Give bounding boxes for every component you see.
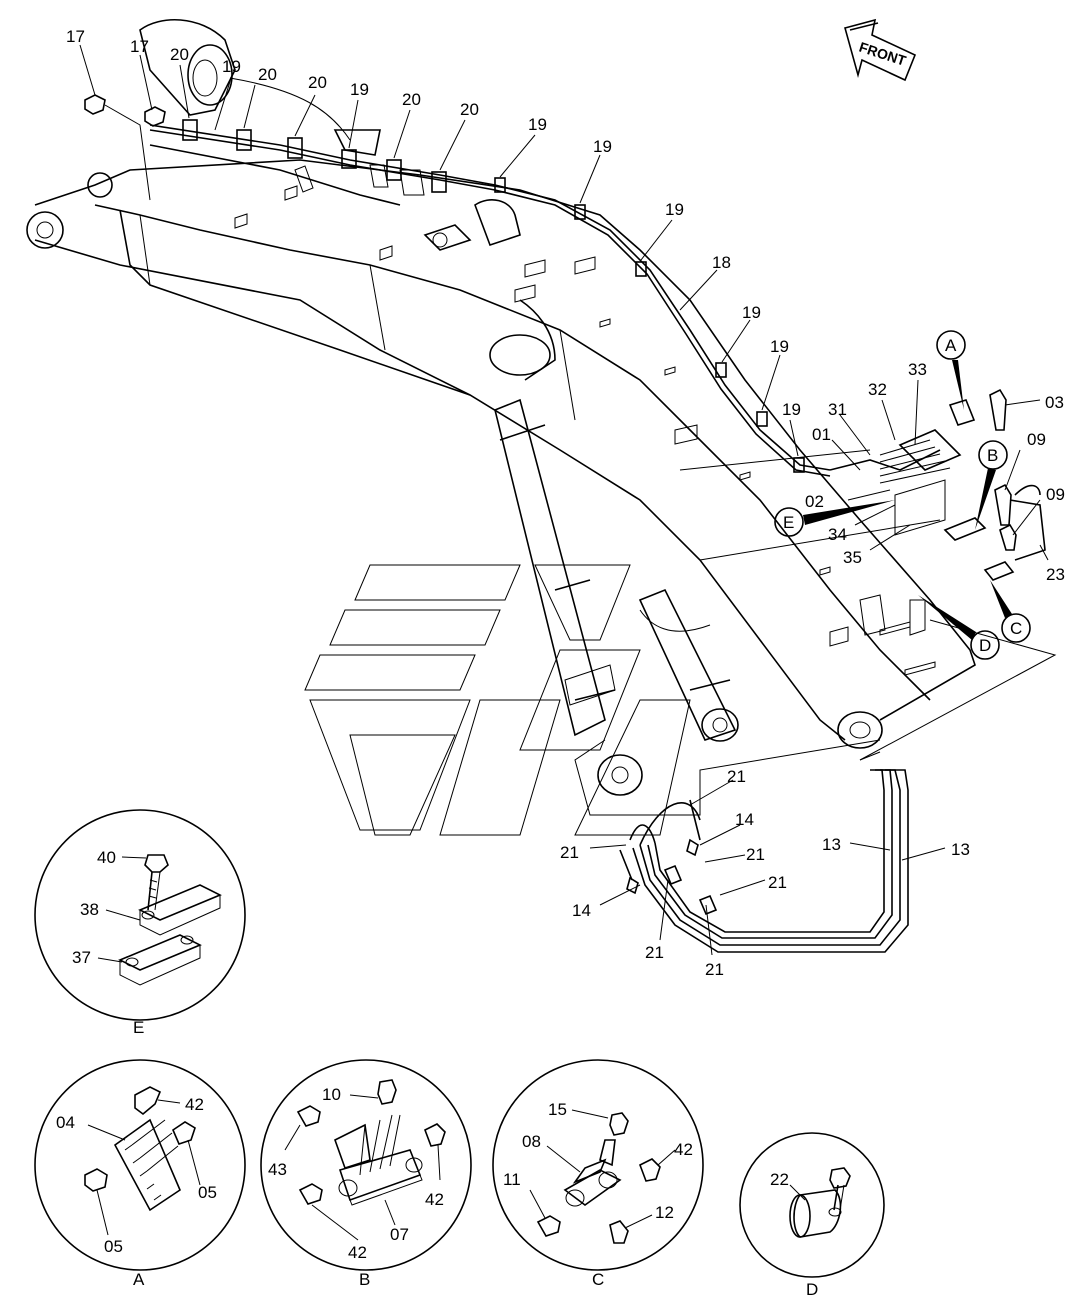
detail-B-part-07: 07: [390, 1225, 409, 1244]
detail-D: 22 D: [739, 1132, 885, 1299]
detail-E-part-37: 37: [72, 948, 91, 967]
detail-C-part-08: 08: [522, 1132, 541, 1151]
callout-21a: 21: [727, 767, 746, 786]
callout-20b: 20: [258, 65, 277, 84]
manifold-area: [859, 388, 1057, 761]
detail-A-part-05a: 05: [198, 1183, 217, 1202]
callout-13b: 13: [951, 840, 970, 859]
detail-C: 15 08 42 11 12 C: [492, 1059, 704, 1289]
callout-19g: 19: [770, 337, 789, 356]
detail-markers: A B C D E: [774, 330, 1031, 660]
detail-E-part-38: 38: [80, 900, 99, 919]
callout-03: 03: [1045, 393, 1064, 412]
marker-E: E: [783, 513, 794, 532]
callout-31: 31: [828, 400, 847, 419]
front-arrow: FRONT: [844, 18, 917, 82]
callout-14a: 14: [735, 810, 754, 829]
callout-02: 02: [805, 492, 824, 511]
detail-E: 40 38 37 E: [34, 809, 246, 1037]
detail-B-part-42b: 42: [348, 1243, 367, 1262]
detail-E-part-40: 40: [97, 848, 116, 867]
callout-20e: 20: [460, 100, 479, 119]
arm-piping-13: [574, 739, 909, 953]
detail-C-title: C: [592, 1270, 604, 1289]
callout-17b: 17: [130, 37, 149, 56]
detail-C-part-11: 11: [503, 1170, 521, 1189]
detail-B-part-42a: 42: [425, 1190, 444, 1209]
callout-17a: 17: [66, 27, 85, 46]
detail-A-part-42: 42: [185, 1095, 204, 1114]
callout-19h: 19: [782, 400, 801, 419]
pipe-line-18: [84, 18, 941, 477]
detail-A: 04 42 05 05 A: [34, 1059, 246, 1289]
callout-19b: 19: [350, 80, 369, 99]
watermark-logo: [304, 564, 691, 836]
marker-D: D: [979, 636, 991, 655]
callout-13a: 13: [822, 835, 841, 854]
callout-21b: 21: [560, 843, 579, 862]
callout-35: 35: [843, 548, 862, 567]
callout-19e: 19: [665, 200, 684, 219]
leader-lines: [79, 44, 1049, 956]
detail-B-part-43: 43: [268, 1160, 287, 1179]
detail-D-title: D: [806, 1280, 818, 1299]
callout-19f: 19: [742, 303, 761, 322]
callout-21c: 21: [746, 845, 765, 864]
marker-A: A: [945, 336, 957, 355]
callout-34: 34: [828, 525, 847, 544]
detail-B: 10 43 42 42 07 B: [260, 1059, 472, 1289]
callout-20a: 20: [170, 45, 189, 64]
detail-A-part-05b: 05: [104, 1237, 123, 1256]
callout-33: 33: [908, 360, 927, 379]
callout-20c: 20: [308, 73, 327, 92]
detail-B-part-10: 10: [322, 1085, 341, 1104]
detail-C-part-12: 12: [655, 1203, 674, 1222]
callout-numbers: 17 17 20 19 20 20 19 20 20 19 19 19 18 1…: [66, 27, 1065, 979]
callout-09b: 09: [1046, 485, 1065, 504]
front-label: FRONT: [857, 39, 908, 69]
callout-21e: 21: [645, 943, 664, 962]
boom-body: [26, 159, 976, 796]
detail-B-title: B: [359, 1270, 370, 1289]
callout-21d: 21: [768, 873, 787, 892]
callout-32: 32: [868, 380, 887, 399]
callout-14b: 14: [572, 901, 591, 920]
detail-C-part-15: 15: [548, 1100, 567, 1119]
marker-B: B: [987, 446, 998, 465]
callout-20d: 20: [402, 90, 421, 109]
callout-23: 23: [1046, 565, 1065, 584]
detail-E-title: E: [133, 1018, 144, 1037]
callout-19d: 19: [593, 137, 612, 156]
detail-C-part-42: 42: [674, 1140, 693, 1159]
callout-09a: 09: [1027, 430, 1046, 449]
marker-C: C: [1010, 619, 1022, 638]
detail-A-title: A: [133, 1270, 145, 1289]
callout-01: 01: [812, 425, 831, 444]
callout-19a: 19: [222, 57, 241, 76]
detail-A-part-04: 04: [56, 1113, 75, 1132]
detail-D-part-22: 22: [770, 1170, 789, 1189]
callout-18: 18: [712, 253, 731, 272]
callout-21f: 21: [705, 960, 724, 979]
callout-19c: 19: [528, 115, 547, 134]
